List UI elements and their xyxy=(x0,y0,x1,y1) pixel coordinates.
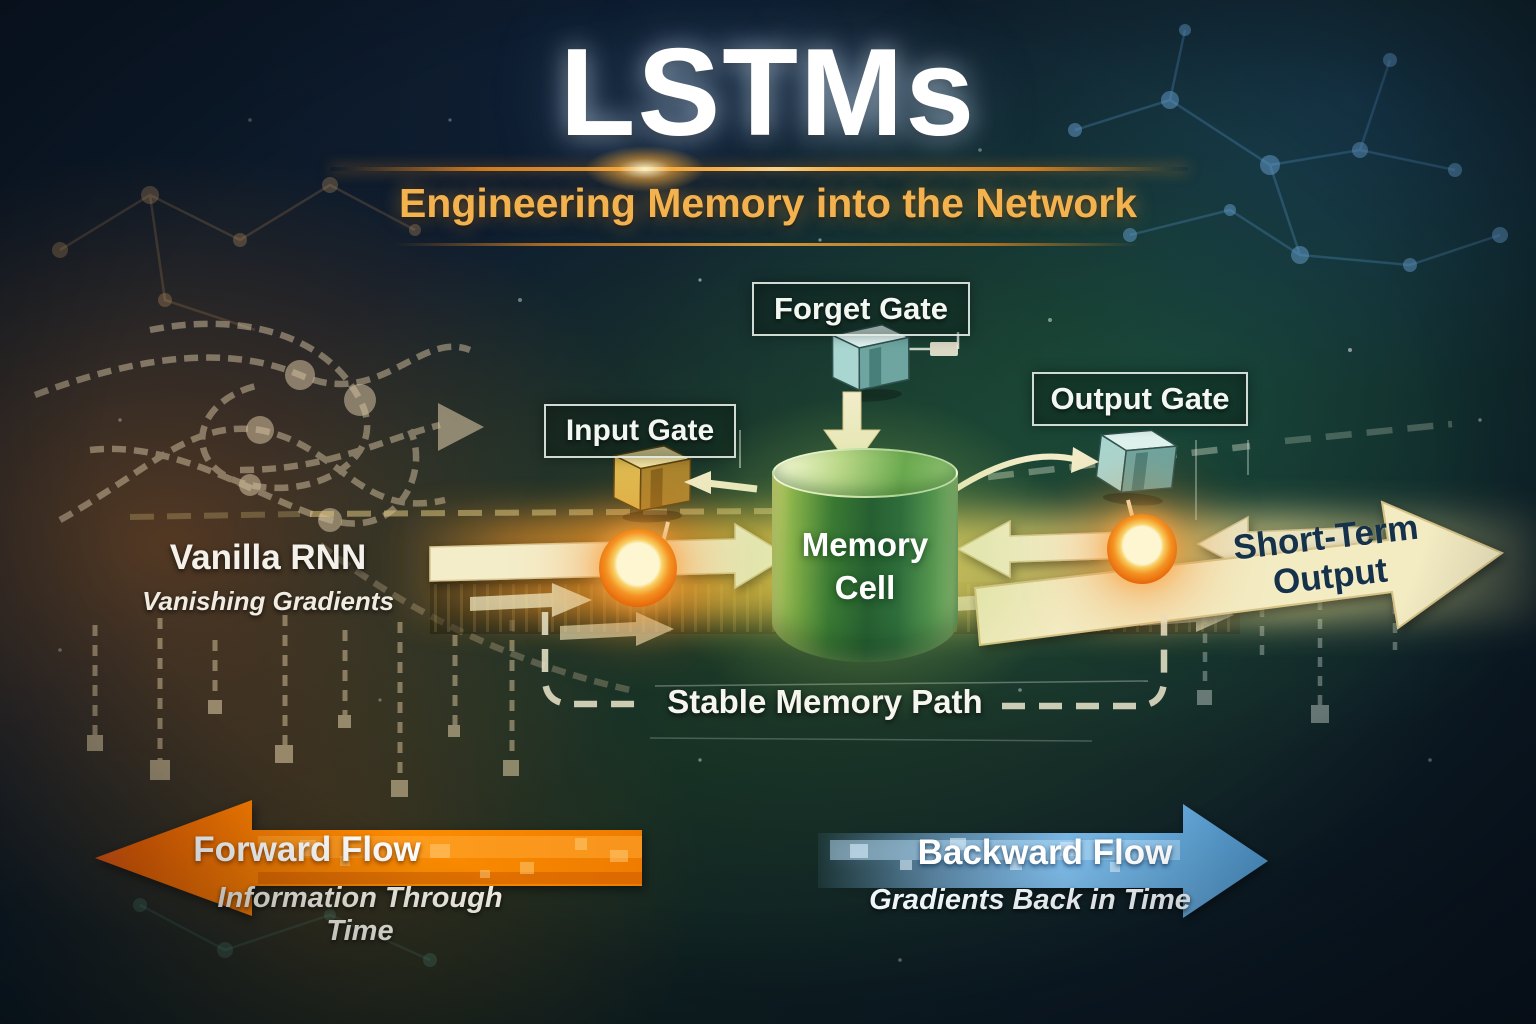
forget-gate-pin xyxy=(930,342,958,356)
title-divider-line xyxy=(330,167,1188,171)
tangle-arrowhead-icon xyxy=(438,403,484,451)
input-gate-label: Input Gate xyxy=(565,414,715,447)
output-gate-icon xyxy=(1095,429,1179,506)
stable-memory-path-label: Stable Memory Path xyxy=(667,683,983,720)
memory-cell-top xyxy=(772,448,958,498)
page-subtitle: Engineering Memory into the Network xyxy=(398,180,1138,226)
forward-flow-caption: Information Through Time xyxy=(217,882,503,947)
junction-node-right xyxy=(1107,514,1177,584)
vanilla-rnn-title: Vanilla RNN xyxy=(169,538,367,577)
forget-gate-label: Forget Gate xyxy=(774,291,948,326)
memory-cell-label: Memory Cell xyxy=(801,526,929,606)
forward-flow-label: Forward Flow xyxy=(193,830,421,869)
forget-gate-box: Forget Gate xyxy=(752,282,970,336)
subtitle-divider-line xyxy=(395,243,1140,246)
backward-flow-label: Backward Flow xyxy=(917,833,1173,872)
input-gate-box: Input Gate xyxy=(544,404,736,458)
output-gate-box: Output Gate xyxy=(1032,372,1248,426)
vanilla-rnn-subtitle: Vanishing Gradients xyxy=(142,586,394,616)
page-title: LSTMs xyxy=(559,24,977,162)
memory-cell-cylinder: Memory Cell xyxy=(770,448,960,662)
output-gate-label: Output Gate xyxy=(1050,381,1230,416)
junction-node-left xyxy=(599,529,677,607)
drip-lines-left xyxy=(92,615,515,780)
backward-flow-caption: Gradients Back in Time xyxy=(869,884,1191,916)
drip-squares-right xyxy=(1197,690,1329,723)
drip-squares-left xyxy=(87,700,519,797)
rnn-tangle-graphic xyxy=(33,320,631,694)
